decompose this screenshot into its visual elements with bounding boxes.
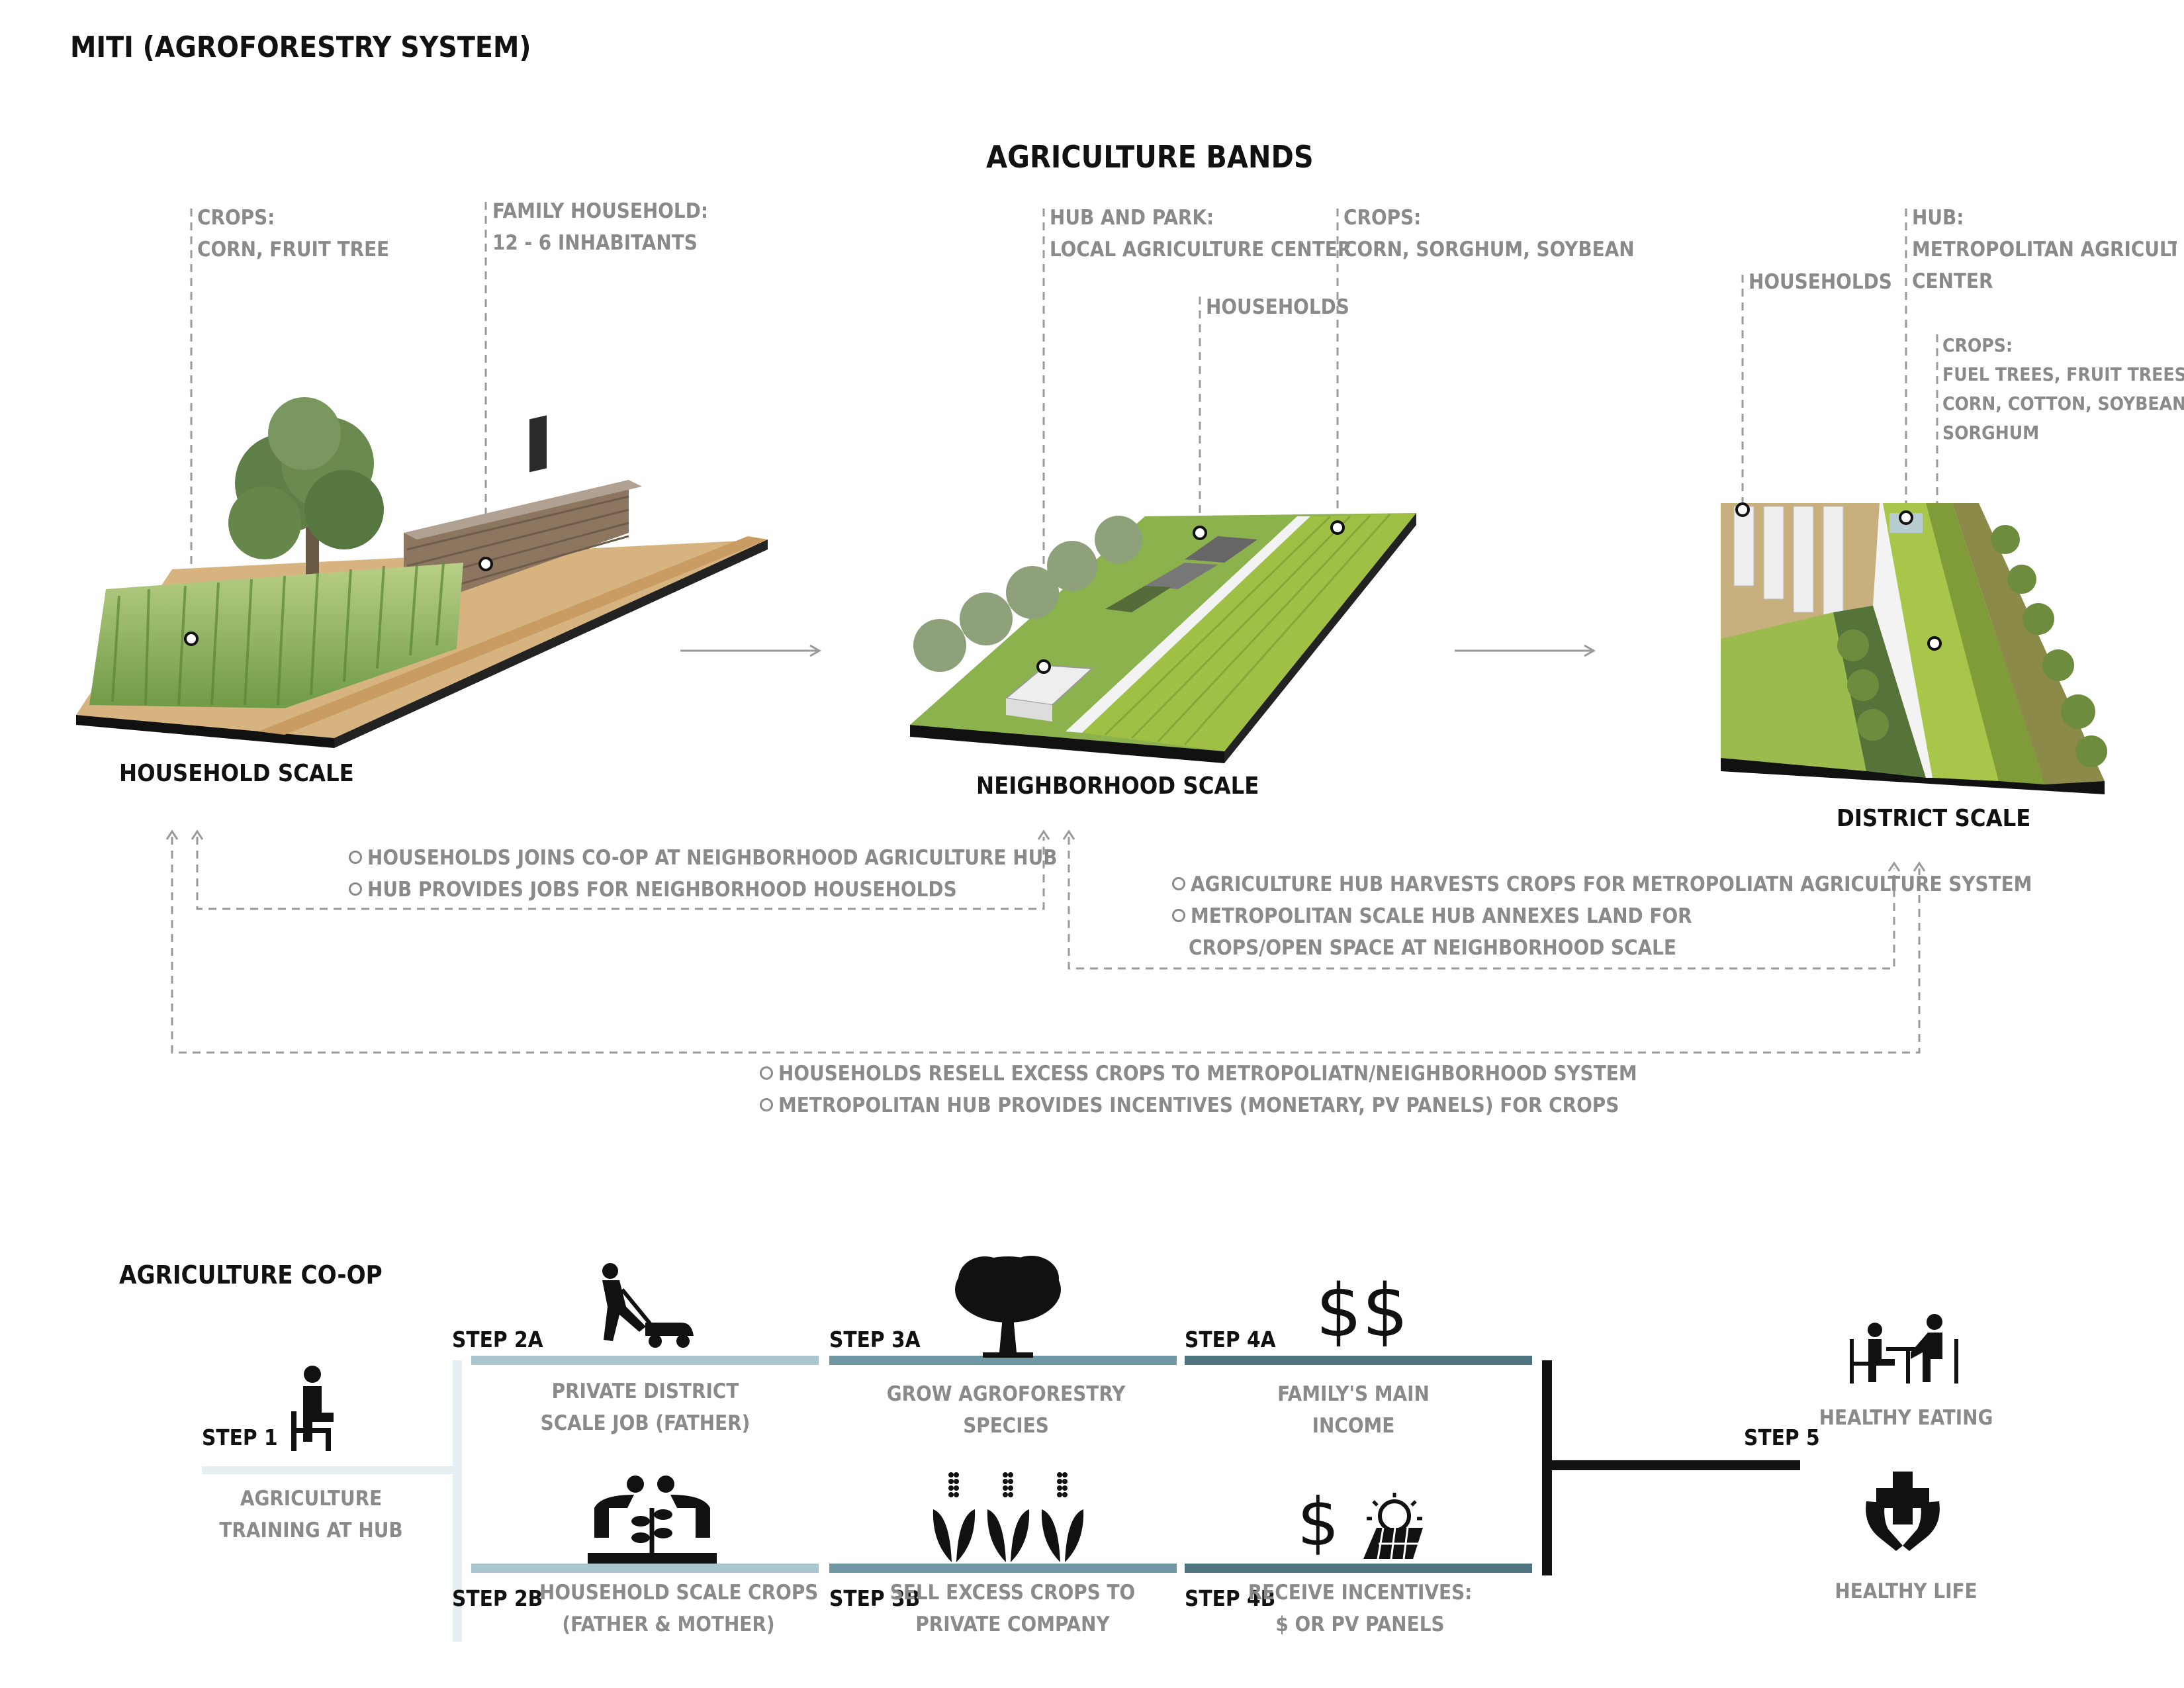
household-crops-label: CROPS:CORN, FRUIT TREE [197, 206, 390, 261]
district-scale-title: DISTRICT SCALE [1837, 805, 2031, 832]
household-scale-title: HOUSEHOLD SCALE [119, 760, 354, 787]
people-planting-icon [588, 1476, 717, 1564]
district-households-label: HOUSEHOLDS [1749, 270, 1892, 294]
heart-hands-icon [1866, 1472, 1940, 1551]
step4b-text: RECEIVE INCENTIVES:$ OR PV PANELS [1248, 1581, 1473, 1636]
lawn-mower-icon [602, 1263, 694, 1348]
step3a-label: STEP 3A [829, 1327, 921, 1352]
district-illustration [1721, 502, 2107, 794]
household-family-label: FAMILY HOUSEHOLD:12 - 6 INHABITANTS [492, 199, 709, 255]
step1-label: STEP 1 [202, 1425, 278, 1450]
tree-icon [955, 1256, 1061, 1358]
page-title: MITI (AGROFORESTRY SYSTEM) [70, 30, 531, 64]
step2b-text: HOUSEHOLD SCALE CROPS(FATHER & MOTHER) [539, 1581, 819, 1636]
flow-note-b: AGRICULTURE HUB HARVESTS CROPS FOR METRO… [1172, 868, 2032, 964]
corn-icon [933, 1472, 1084, 1562]
flow-note-a: HOUSEHOLDS JOINS CO-OP AT NEIGHBORHOOD A… [349, 842, 1058, 906]
neighborhood-hub-label: HUB AND PARK:LOCAL AGRICULTURE CENTER [1050, 206, 1352, 261]
step5-life-text: HEALTHY LIFE [1835, 1579, 1978, 1603]
step2b-label: STEP 2B [452, 1585, 543, 1611]
household-illustration [76, 397, 768, 748]
step2a-label: STEP 2A [452, 1327, 543, 1352]
step3b-label: STEP 3B [829, 1585, 921, 1611]
step4b-label: STEP 4B [1185, 1585, 1276, 1611]
dollar-icon: $$ [1316, 1268, 1408, 1353]
neighborhood-illustration [910, 513, 1416, 763]
neighborhood-households-label: HOUSEHOLDS [1206, 295, 1349, 319]
neighborhood-crops-label: CROPS:CORN, SORGHUM, SOYBEAN [1343, 206, 1635, 261]
flow-note-c: HOUSEHOLDS RESELL EXCESS CROPS TO METROP… [760, 1058, 1637, 1121]
dollar-small-icon: $ [1297, 1483, 1340, 1561]
bands-title: AGRICULTURE BANDS [986, 139, 1314, 175]
step4a-label: STEP 4A [1185, 1327, 1276, 1352]
coop-title: AGRICULTURE CO-OP [119, 1260, 383, 1289]
coop-structure [202, 1356, 1800, 1642]
district-crops-label: CROPS:FUEL TREES, FRUIT TREES CORN, COTT… [1942, 334, 2184, 444]
dining-people-icon [1850, 1314, 1958, 1383]
neighborhood-scale-title: NEIGHBORHOOD SCALE [976, 773, 1259, 800]
step5-eating-text: HEALTHY EATING [1819, 1406, 1993, 1430]
person-sitting-icon [291, 1366, 334, 1451]
step5-label: STEP 5 [1744, 1425, 1820, 1450]
solar-panel-icon [1363, 1493, 1423, 1560]
